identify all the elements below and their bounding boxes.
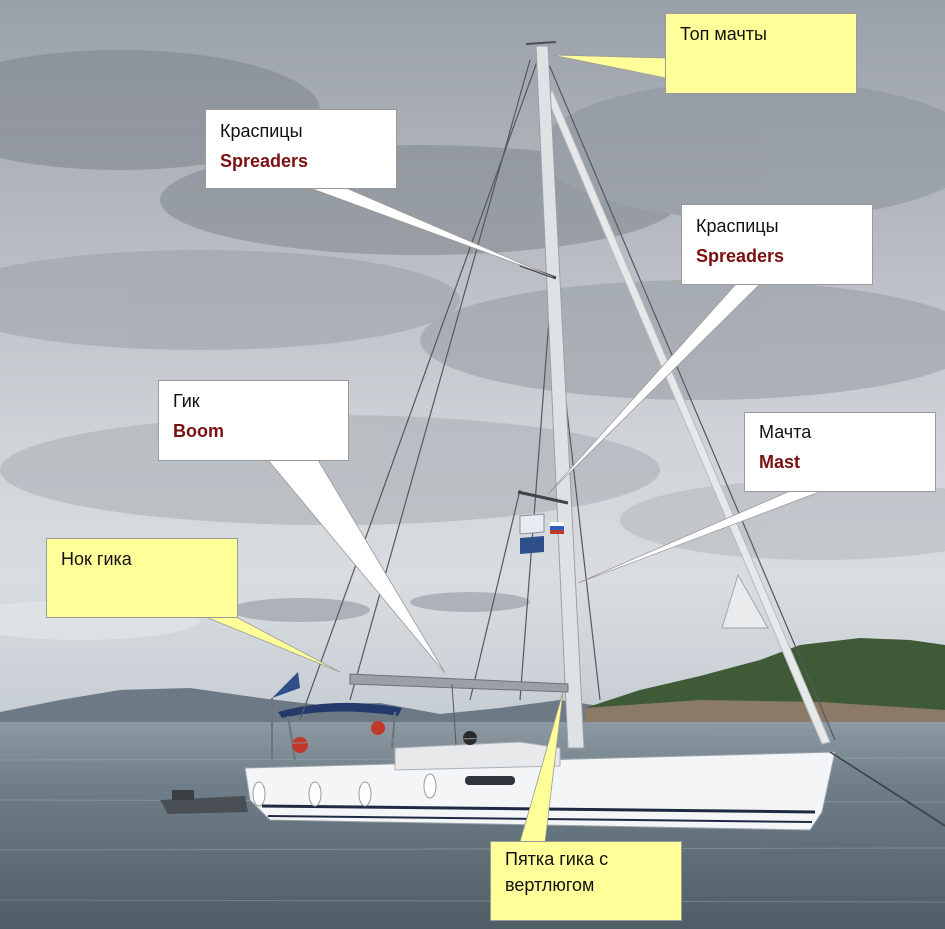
callout-mast-en: Mast bbox=[759, 452, 801, 472]
lower-spreader bbox=[517, 490, 569, 505]
callout-boom-end: Нок гика bbox=[46, 538, 238, 618]
callout-spreaders-lower-en: Spreaders bbox=[696, 246, 785, 266]
pointer-wedges bbox=[205, 54, 823, 843]
callout-mast: Мачта Mast bbox=[744, 412, 936, 492]
boom bbox=[349, 673, 569, 693]
callout-mast-ru: Мачта bbox=[759, 422, 812, 442]
callout-spreaders-upper: Краспицы Spreaders bbox=[205, 109, 397, 189]
callout-boom: Гик Boom bbox=[158, 380, 349, 461]
callout-boom-end-ru: Нок гика bbox=[61, 549, 132, 569]
callout-spreaders-lower-ru: Краспицы bbox=[696, 216, 779, 236]
dinghy bbox=[160, 796, 248, 814]
callout-spreaders-upper-ru: Краспицы bbox=[220, 121, 303, 141]
callout-spreaders-lower: Краспицы Spreaders bbox=[681, 204, 873, 285]
callout-spreaders-upper-en: Spreaders bbox=[220, 151, 309, 171]
callout-gooseneck-ru: Пятка гика с вертлюгом bbox=[505, 849, 609, 895]
callout-boom-en: Boom bbox=[173, 421, 224, 441]
callout-masthead: Топ мачты bbox=[665, 13, 857, 94]
bimini bbox=[278, 702, 402, 718]
distant-hills bbox=[0, 688, 600, 722]
mast bbox=[535, 45, 585, 749]
callout-boom-ru: Гик bbox=[173, 391, 200, 411]
callout-masthead-ru: Топ мачты bbox=[680, 24, 767, 44]
callout-gooseneck: Пятка гика с вертлюгом bbox=[490, 841, 682, 921]
